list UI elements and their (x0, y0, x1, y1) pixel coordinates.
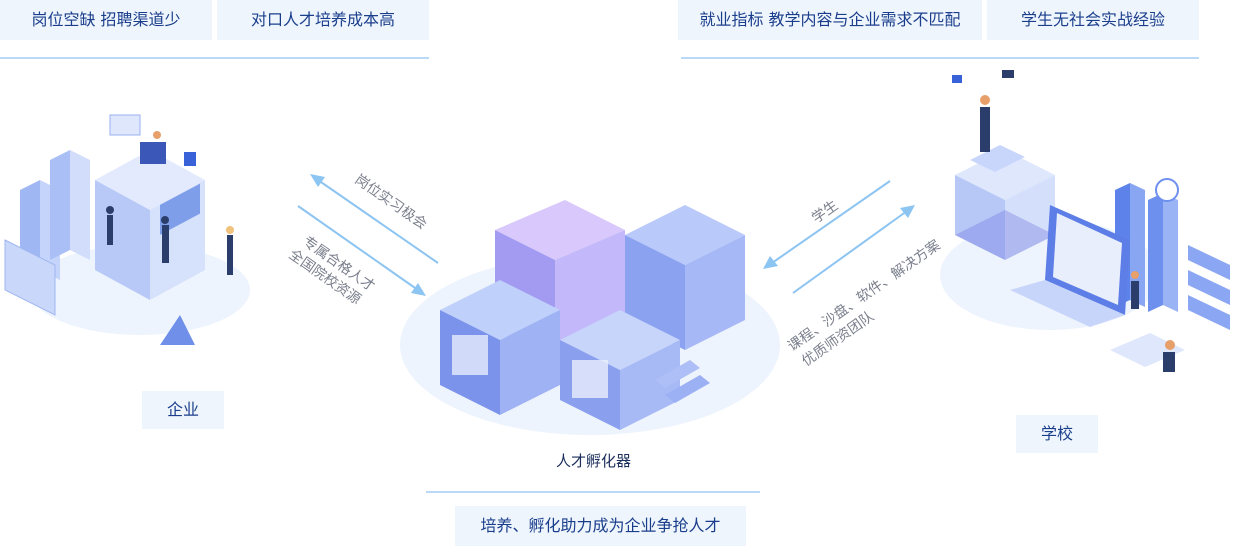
school-illustration (940, 70, 1230, 372)
left-arrows (297, 174, 439, 296)
right-arrows (763, 180, 915, 294)
problem-tag-training-cost: 对口人才培养成本高 (217, 0, 429, 40)
enterprise-illustration (4, 114, 250, 345)
left-top-divider (0, 57, 429, 59)
incubator-illustration (400, 200, 780, 435)
incubator-label: 人才孵化器 (556, 452, 632, 470)
school-label: 学校 (1016, 415, 1098, 453)
right-top-divider (681, 57, 1199, 59)
problem-tag-experience: 学生无社会实战经验 (987, 0, 1199, 40)
outcome-tag: 培养、孵化助力成为企业争抢人才 (455, 506, 746, 546)
bottom-divider (426, 491, 760, 493)
problem-tag-employment: 就业指标 教学内容与企业需求不匹配 (678, 0, 982, 40)
problem-tag-vacancy: 岗位空缺 招聘渠道少 (0, 0, 212, 40)
enterprise-label: 企业 (142, 391, 224, 429)
